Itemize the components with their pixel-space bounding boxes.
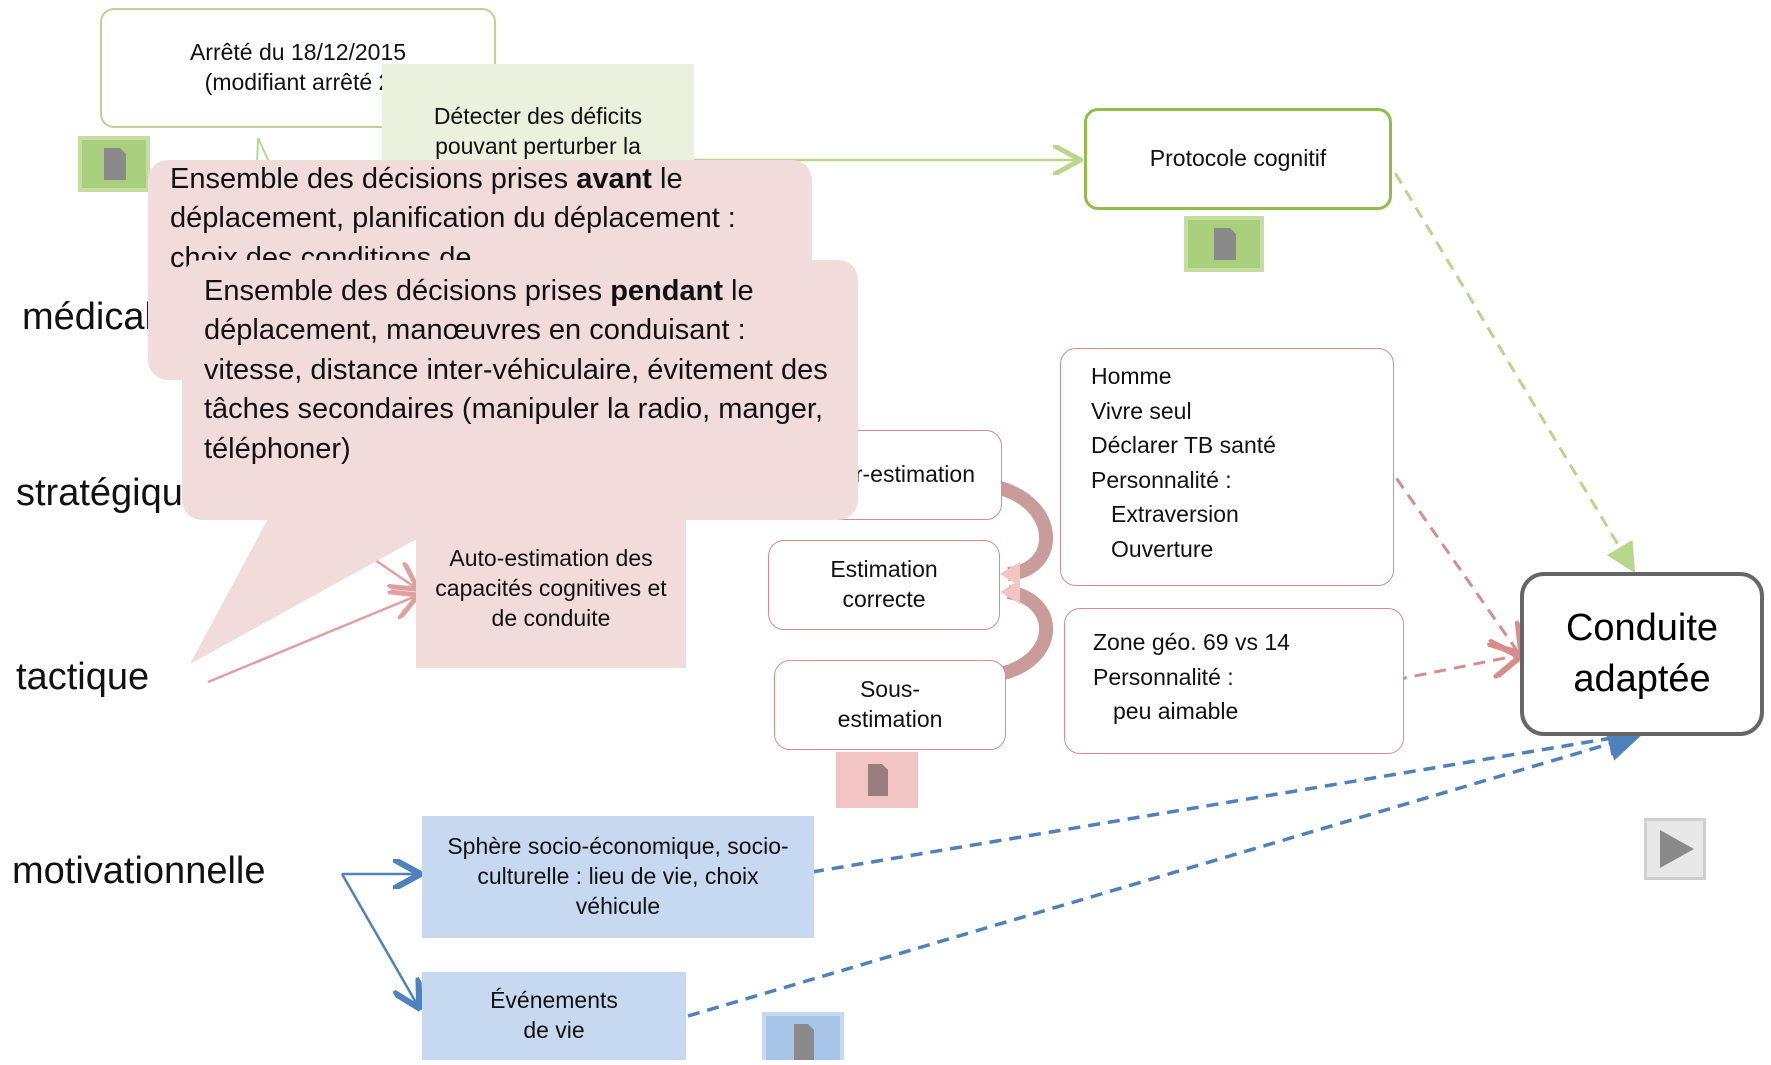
dashed-protocole-to-conduite	[1383, 155, 1636, 574]
curved-arrow-sur-to-correcte	[997, 481, 1053, 581]
arrow-strategique-to-auto	[374, 558, 416, 588]
level-tactical-label: tactique	[16, 656, 150, 698]
profile-box-1: Homme Vivre seul Déclarer TB santé Perso…	[1060, 348, 1394, 586]
profile1-item: Vivre seul	[1091, 397, 1192, 424]
level-strategic-label: stratégique	[16, 472, 205, 514]
auto-estimation-box: Auto-estimation des capacités cognitives…	[416, 510, 686, 668]
arrete-line2: (modifiant arrêté 2	[204, 69, 392, 95]
profile1-item: Homme	[1091, 363, 1172, 389]
document-icon[interactable]	[762, 1012, 844, 1060]
profile2-item: Zone géo. 69 vs 14	[1093, 629, 1290, 655]
profile2-item: Personnalité :	[1093, 663, 1234, 690]
dashed-profile1-to-conduite	[1383, 461, 1520, 655]
profile1-item: Personnalité :	[1091, 466, 1232, 493]
callout-avant-text-2: le déplacement, planification du déplace…	[170, 163, 736, 274]
callout-pendant-text-1: Ensemble des décisions prises	[204, 275, 611, 307]
callout-pendant: Ensemble des décisions prises pendant le…	[182, 260, 858, 520]
play-button-icon[interactable]	[1644, 818, 1706, 880]
arrow-tactique-to-auto	[207, 596, 416, 684]
evenements-line1: Événements	[490, 987, 618, 1014]
sous-estimation-label: Sous-estimation	[837, 676, 943, 732]
detect-note: Détecter des déficits pouvant perturber …	[382, 64, 694, 170]
evenements-box: Événements de vie	[422, 972, 686, 1060]
conduite-line2: adaptée	[1573, 658, 1711, 700]
callout-avant-bold: avant	[576, 163, 652, 195]
conduite-line1: Conduite	[1565, 606, 1719, 649]
curved-arrow-sous-to-correcte	[998, 585, 1053, 681]
sous-estimation-box: Sous-estimation	[774, 660, 1006, 750]
level-motivational-label: motivationnelle	[12, 850, 266, 892]
arrete-line1: Arrêté du 18/12/2015	[189, 39, 407, 66]
profile-box-2: Zone géo. 69 vs 14 Personnalité : peu ai…	[1064, 608, 1404, 754]
dashed-profile2-to-conduite	[1394, 655, 1520, 682]
profile1-item: Extraversion	[1111, 501, 1239, 527]
detect-line2: pouvant perturber la	[435, 132, 641, 159]
protocole-cognitif-box: Protocole cognitif	[1084, 108, 1392, 210]
conduite-adaptee-box: Conduite adaptée	[1520, 572, 1764, 736]
profile1-item: Déclarer TB santé	[1091, 432, 1276, 458]
dashed-sphere-to-conduite	[811, 721, 1643, 874]
estimation-correcte-label: Estimation correcte	[830, 556, 938, 612]
dashed-evenements-to-conduite	[687, 727, 1643, 1018]
evenements-line2: de vie	[523, 1017, 585, 1043]
auto-estimation-label: Auto-estimation des capacités cognitives…	[435, 545, 667, 631]
callout-avant-text-1: Ensemble des décisions prises	[170, 163, 577, 195]
level-medical-label: médical	[22, 296, 153, 338]
detect-line1: Détecter des déficits	[433, 103, 643, 129]
document-icon[interactable]	[1184, 216, 1264, 272]
estimation-correcte-box: Estimation correcte	[768, 540, 1000, 630]
arrete-note: Arrêté du 18/12/2015 (modifiant arrêté 2	[100, 8, 496, 128]
profile2-item: peu aimable	[1113, 698, 1239, 724]
callout-pendant-bold: pendant	[610, 275, 723, 307]
profile1-item: Ouverture	[1111, 535, 1214, 562]
sphere-label: Sphère socio-économique, socio-culturell…	[447, 833, 789, 919]
document-icon[interactable]	[78, 136, 150, 192]
arrow-motiv-to-evenements	[340, 873, 418, 1006]
protocole-label: Protocole cognitif	[1149, 145, 1327, 172]
callout-pendant-text-2: le déplacement, manœuvres en conduisant …	[204, 275, 828, 465]
document-icon[interactable]	[836, 752, 918, 808]
sphere-box: Sphère socio-économique, socio-culturell…	[422, 816, 814, 938]
